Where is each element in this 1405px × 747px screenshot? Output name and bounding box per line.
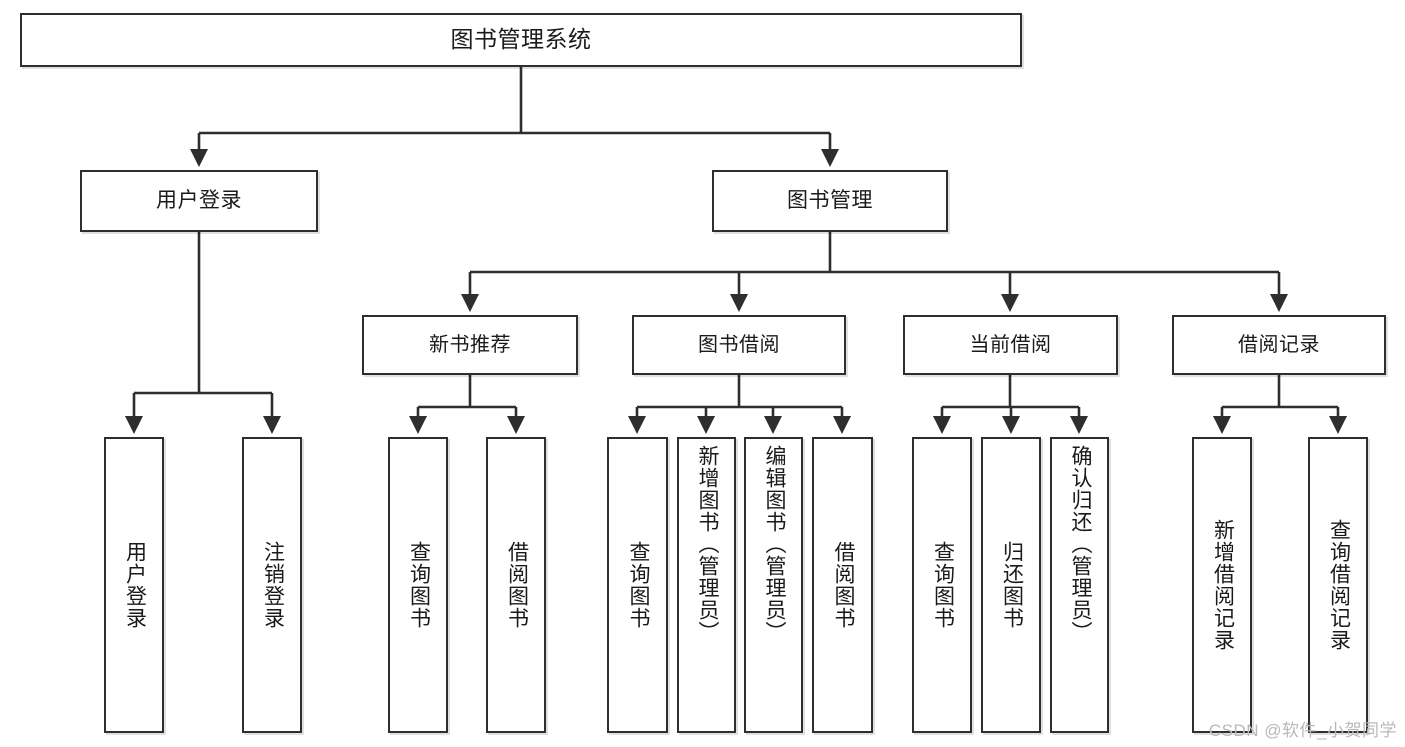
node-book-management-label: 图书管理 <box>787 189 873 213</box>
csdn-watermark: CSDN @软件_小贺同学 <box>1208 721 1397 740</box>
node-book-management[interactable]: 图书管理 <box>712 170 948 232</box>
node-current-borrow[interactable]: 当前借阅 <box>903 315 1118 375</box>
node-leaf-edit-book[interactable]: 编辑图书（管理员） <box>744 437 803 733</box>
node-leaf-query-book-3[interactable]: 查询图书 <box>912 437 972 733</box>
node-leaf-query-book-1[interactable]: 查询图书 <box>388 437 448 733</box>
node-leaf-add-book[interactable]: 新增图书（管理员） <box>677 437 736 733</box>
node-user-login[interactable]: 用户登录 <box>80 170 318 232</box>
node-leaf-user-login[interactable]: 用户登录 <box>104 437 164 733</box>
node-leaf-borrow-book-1[interactable]: 借阅图书 <box>486 437 546 733</box>
node-new-book-recommend[interactable]: 新书推荐 <box>362 315 578 375</box>
node-leaf-borrow-book-2[interactable]: 借阅图书 <box>812 437 873 733</box>
node-leaf-return-book-label: 归还图书 <box>1000 541 1024 629</box>
node-leaf-query-book-1-label: 查询图书 <box>407 541 431 629</box>
node-leaf-borrow-book-2-label: 借阅图书 <box>831 541 855 629</box>
node-leaf-logout[interactable]: 注销登录 <box>242 437 302 733</box>
node-leaf-borrow-book-1-label: 借阅图书 <box>505 541 529 629</box>
node-book-borrow-label: 图书借阅 <box>698 333 780 356</box>
node-leaf-query-book-3-label: 查询图书 <box>931 541 955 629</box>
node-book-borrow[interactable]: 图书借阅 <box>632 315 846 375</box>
node-leaf-add-record[interactable]: 新增借阅记录 <box>1192 437 1252 733</box>
node-leaf-query-record-label: 查询借阅记录 <box>1327 519 1351 651</box>
node-leaf-edit-book-label: 编辑图书（管理员） <box>762 445 786 643</box>
node-root-label: 图书管理系统 <box>450 26 592 53</box>
node-leaf-confirm-return[interactable]: 确认归还（管理员） <box>1050 437 1109 733</box>
node-leaf-return-book[interactable]: 归还图书 <box>981 437 1041 733</box>
node-user-login-label: 用户登录 <box>156 189 242 213</box>
node-leaf-user-login-label: 用户登录 <box>123 541 147 629</box>
node-leaf-query-record[interactable]: 查询借阅记录 <box>1308 437 1368 733</box>
node-leaf-add-record-label: 新增借阅记录 <box>1211 519 1235 651</box>
node-leaf-logout-label: 注销登录 <box>261 541 285 629</box>
node-new-book-recommend-label: 新书推荐 <box>429 333 511 356</box>
node-current-borrow-label: 当前借阅 <box>969 333 1052 356</box>
node-leaf-add-book-label: 新增图书（管理员） <box>695 445 719 643</box>
node-leaf-query-book-2-label: 查询图书 <box>626 541 650 629</box>
node-borrow-record[interactable]: 借阅记录 <box>1172 315 1386 375</box>
node-leaf-confirm-return-label: 确认归还（管理员） <box>1068 445 1092 643</box>
node-borrow-record-label: 借阅记录 <box>1238 333 1320 356</box>
node-root[interactable]: 图书管理系统 <box>20 13 1022 67</box>
node-leaf-query-book-2[interactable]: 查询图书 <box>607 437 668 733</box>
